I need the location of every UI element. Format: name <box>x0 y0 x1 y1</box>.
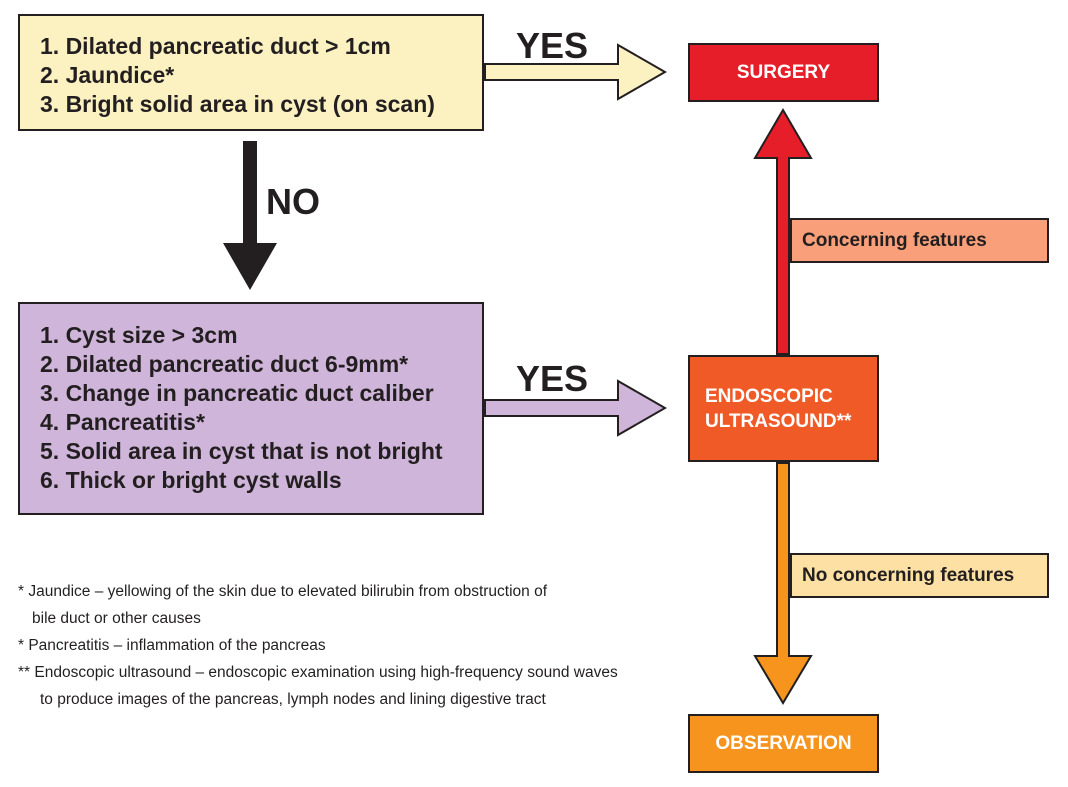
surgery-label: SURGERY <box>736 61 831 83</box>
criteria-line: 4. Pancreatitis* <box>40 409 205 435</box>
criteria-line: 6. Thick or bright cyst walls <box>40 467 342 493</box>
high-risk-criteria-box: 1. Dilated pancreatic duct > 1cm 2. Jaun… <box>18 14 484 131</box>
footnotes: * Jaundice – yellowing of the skin due t… <box>18 578 698 713</box>
no-concerning-features-text: No concerning features <box>802 564 1015 586</box>
endoscopic-ultrasound-box: ENDOSCOPIC ULTRASOUND** <box>688 355 879 462</box>
eus-label-line2: ULTRASOUND** <box>705 410 852 432</box>
footnote-eus-cont: to produce images of the pancreas, lymph… <box>40 691 546 708</box>
yes-arrow-top <box>484 43 668 101</box>
no-label: NO <box>266 181 320 222</box>
criteria-line: 3. Bright solid area in cyst (on scan) <box>40 91 435 117</box>
criteria-line: 3. Change in pancreatic duct caliber <box>40 380 434 406</box>
eus-label-line1: ENDOSCOPIC <box>705 385 833 407</box>
surgery-box: SURGERY <box>688 43 879 102</box>
footnote-jaundice: * Jaundice – yellowing of the skin due t… <box>18 583 548 600</box>
criteria-line: 5. Solid area in cyst that is not bright <box>40 438 443 464</box>
footnote-jaundice-cont: bile duct or other causes <box>32 610 201 627</box>
observation-box: OBSERVATION <box>688 714 879 773</box>
footnote-eus: ** Endoscopic ultrasound – endoscopic ex… <box>18 664 618 681</box>
criteria-line: 1. Dilated pancreatic duct > 1cm <box>40 33 391 59</box>
footnote-pancreatitis: * Pancreatitis – inflammation of the pan… <box>18 637 326 654</box>
criteria-line: 2. Dilated pancreatic duct 6-9mm* <box>40 351 409 377</box>
observation-label: OBSERVATION <box>715 732 852 754</box>
worrisome-criteria-box: 1. Cyst size > 3cm 2. Dilated pancreatic… <box>18 302 484 515</box>
yes-label-middle: YES <box>516 358 589 399</box>
no-concerning-arrow-down <box>753 462 813 705</box>
concerning-arrow-up <box>753 108 813 355</box>
no-arrow-down <box>223 141 277 290</box>
yes-label-top: YES <box>516 25 589 66</box>
concerning-features-label: Concerning features <box>790 218 1049 263</box>
criteria-line: 2. Jaundice* <box>40 62 175 88</box>
concerning-features-text: Concerning features <box>802 229 987 251</box>
yes-arrow-middle <box>484 379 668 437</box>
no-concerning-features-label: No concerning features <box>790 553 1049 598</box>
criteria-line: 1. Cyst size > 3cm <box>40 322 238 348</box>
